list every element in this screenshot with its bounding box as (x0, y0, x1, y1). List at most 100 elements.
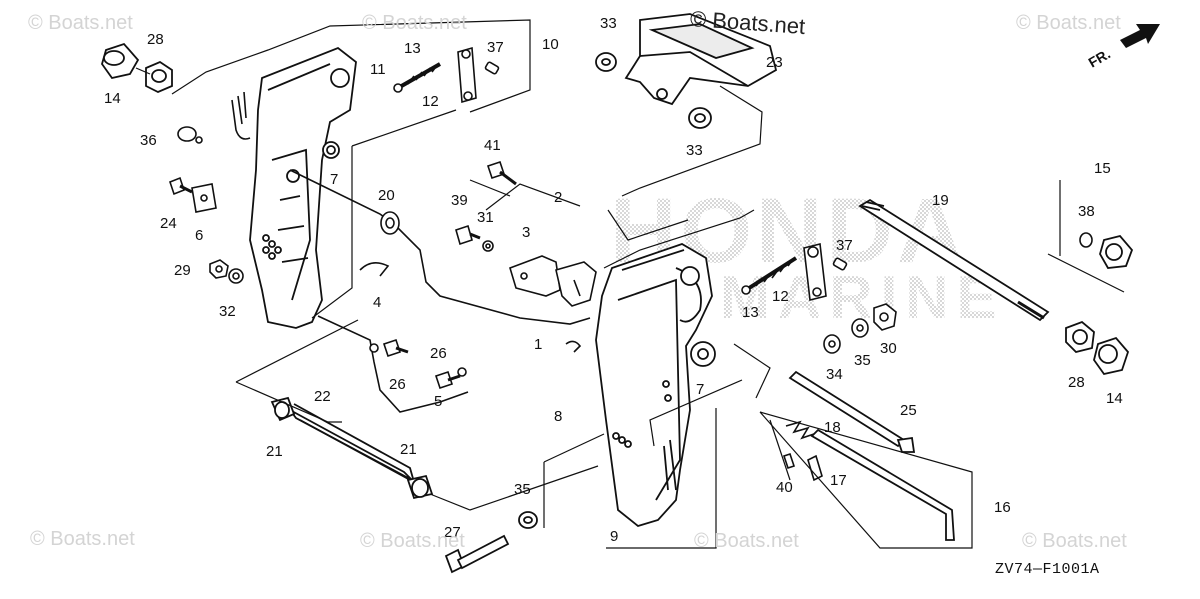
callout-40: 40 (776, 479, 793, 496)
cap-15 (1099, 234, 1134, 269)
spring-bolt-13-left (393, 62, 441, 93)
callout-33a: 33 (600, 15, 617, 32)
watermark-bottom-left: © Boats.net (30, 528, 135, 550)
callout-31: 31 (477, 209, 494, 226)
link-plate-12-left (457, 46, 477, 104)
bolt-26-a (382, 338, 409, 358)
callout-27: 27 (444, 524, 461, 541)
callout-2: 2 (554, 189, 562, 206)
callout-9: 9 (610, 528, 618, 545)
tube-22 (289, 403, 416, 484)
clip-4 (359, 262, 390, 277)
washer-33-top (595, 52, 617, 72)
bracket-23 (624, 13, 778, 106)
callout-28b: 28 (1068, 374, 1085, 391)
bolt-27 (444, 534, 510, 574)
callout-8: 8 (554, 408, 562, 425)
watermark-bottom-center-right: © Boats.net (694, 530, 799, 552)
callout-13a: 13 (404, 40, 421, 57)
callout-23: 23 (766, 54, 783, 71)
grommet-20 (380, 211, 400, 235)
spring-18 (785, 420, 815, 440)
callout-labels: 1 2 3 4 5 6 7 7 8 9 10 11 12 12 13 13 14… (104, 15, 1123, 545)
diagram-code: ZV74—F1001A (995, 561, 1100, 578)
bolt-41 (486, 160, 517, 186)
callout-12a: 12 (422, 93, 439, 110)
washer-33-bottom (688, 107, 712, 129)
watermark-top-left: © Boats.net (28, 12, 133, 34)
callout-33b: 33 (686, 142, 703, 159)
bolt-39 (455, 224, 481, 246)
clip-1 (565, 340, 582, 353)
bolt-26-b (434, 370, 461, 390)
callout-14a: 14 (104, 90, 121, 107)
callout-7a: 7 (330, 171, 338, 188)
callout-21b: 21 (400, 441, 417, 458)
callout-5: 5 (434, 393, 442, 410)
washer-31 (482, 240, 494, 252)
callout-34: 34 (826, 366, 843, 383)
leader-lines (135, 19, 1125, 549)
cap-14-left (101, 42, 140, 80)
watermark-top-center: © Boats.net (362, 12, 467, 34)
watermark-bottom-center: © Boats.net (360, 530, 465, 552)
nut-28-left (145, 60, 173, 93)
callout-28a: 28 (147, 31, 164, 48)
washer-35-right (851, 318, 869, 338)
callout-36: 36 (140, 132, 157, 149)
callout-15: 15 (1094, 160, 1111, 177)
callout-29: 29 (174, 262, 191, 279)
lever-2 (555, 261, 597, 307)
callout-35b: 35 (854, 352, 871, 369)
pin-37-left (484, 61, 500, 75)
pin-17 (807, 454, 823, 482)
bushing-21-left (270, 396, 296, 422)
pin-40 (782, 452, 796, 470)
callout-35a: 35 (514, 481, 531, 498)
callout-24: 24 (160, 215, 177, 232)
ground-cable-5 (369, 343, 467, 377)
washer-34 (823, 334, 841, 354)
right-stern-bracket (595, 243, 716, 527)
callout-19: 19 (932, 192, 949, 209)
washer-32 (228, 268, 244, 284)
nut-28-right (1065, 320, 1095, 353)
callout-18: 18 (824, 419, 841, 436)
clamp-36 (177, 126, 203, 144)
callout-32: 32 (219, 303, 236, 320)
callout-7b: 7 (696, 381, 704, 398)
cap-14-right (1093, 336, 1130, 376)
tilt-rod-16 (810, 428, 955, 541)
callout-12b: 12 (772, 288, 789, 305)
callout-37b: 37 (836, 237, 853, 254)
callout-4: 4 (373, 294, 381, 311)
long-bolt-25 (788, 370, 916, 453)
front-direction-arrow (1120, 24, 1160, 48)
tilt-shaft-19 (858, 198, 1050, 322)
callout-11: 11 (370, 61, 386, 78)
callout-30: 30 (880, 340, 897, 357)
callout-20: 20 (378, 187, 395, 204)
callout-37a: 37 (487, 39, 504, 56)
nut-29 (209, 259, 229, 279)
watermark-bottom-right: © Boats.net (1022, 530, 1127, 552)
callout-14b: 14 (1106, 390, 1123, 407)
callout-25: 25 (900, 402, 917, 419)
callout-38: 38 (1078, 203, 1095, 220)
left-stern-bracket (249, 46, 357, 329)
callout-26a: 26 (389, 376, 406, 393)
callout-1: 1 (534, 336, 542, 353)
callout-22: 22 (314, 388, 331, 405)
callout-13b: 13 (742, 304, 759, 321)
spring-bolt-13-right (741, 256, 798, 295)
callout-3: 3 (522, 224, 530, 241)
callout-21a: 21 (266, 443, 283, 460)
callout-17: 17 (830, 472, 847, 489)
callout-16: 16 (994, 499, 1011, 516)
bushing-21-right (406, 474, 434, 500)
washer-35-bottom (518, 511, 538, 529)
watermark-top-right: © Boats.net (1016, 12, 1121, 34)
nut-30 (873, 303, 897, 331)
link-plate-12-right (803, 243, 827, 301)
